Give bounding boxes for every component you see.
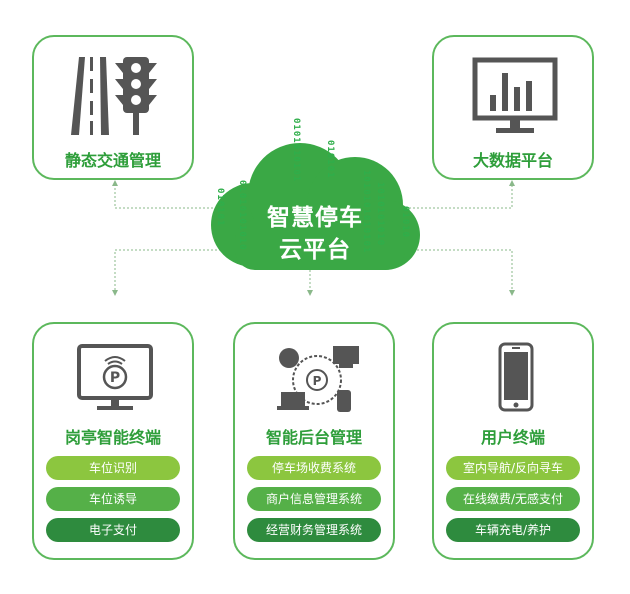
svg-text:P: P [313, 374, 322, 388]
binary-stream: 01010101010 [237, 180, 247, 251]
feature-pill: 车位识别 [46, 456, 180, 480]
card-static-traffic: 静态交通管理 [32, 35, 194, 180]
cloud-title-line1: 智慧停车 [267, 205, 363, 231]
binary-stream: 010101 [325, 140, 335, 179]
bar-chart-monitor-icon [472, 57, 558, 133]
binary-stream: 1010101010 [375, 182, 385, 247]
feature-pill: 商户信息管理系统 [247, 487, 381, 511]
parking-network-icon: P [277, 346, 359, 412]
card-backend-management: P 智能后台管理 停车场收费系统 商户信息管理系统 经营财务管理系统 [233, 322, 395, 560]
card-booth-terminal: P 岗亭智能终端 车位识别 车位诱导 电子支付 [32, 322, 194, 560]
card-title: 岗亭智能终端 [64, 428, 161, 447]
binary-stream: 01010 [400, 206, 410, 239]
cloud-icon [211, 143, 420, 270]
card-title: 大数据平台 [472, 151, 553, 170]
smartphone-icon [498, 342, 534, 412]
card-title: 静态交通管理 [64, 151, 161, 170]
cloud-title-line2: 云平台 [279, 237, 351, 263]
card-big-data: 大数据平台 [432, 35, 594, 180]
binary-stream: 010101 [215, 188, 225, 227]
feature-pill: 在线缴费/无感支付 [446, 487, 580, 511]
traffic-light-road-icon [71, 57, 157, 135]
feature-pill: 电子支付 [46, 518, 180, 542]
parking-monitor-icon: P [77, 344, 153, 410]
binary-stream: 0101010101 [291, 118, 301, 183]
card-user-terminal: 用户终端 室内导航/反向寻车 在线缴费/无感支付 车辆充电/养护 [432, 322, 594, 560]
svg-text:P: P [110, 370, 120, 386]
card-title: 智能后台管理 [265, 428, 362, 447]
feature-pill: 室内导航/反向寻车 [446, 456, 580, 480]
feature-pill: 停车场收费系统 [247, 456, 381, 480]
feature-pill: 车位诱导 [46, 487, 180, 511]
cloud-platform: 智慧停车 云平台 010101 01010101010 0101010101 0… [195, 110, 435, 280]
binary-stream: 1010101010101 [361, 170, 371, 254]
feature-pill: 经营财务管理系统 [247, 518, 381, 542]
card-title: 用户终端 [480, 428, 545, 447]
feature-pill: 车辆充电/养护 [446, 518, 580, 542]
